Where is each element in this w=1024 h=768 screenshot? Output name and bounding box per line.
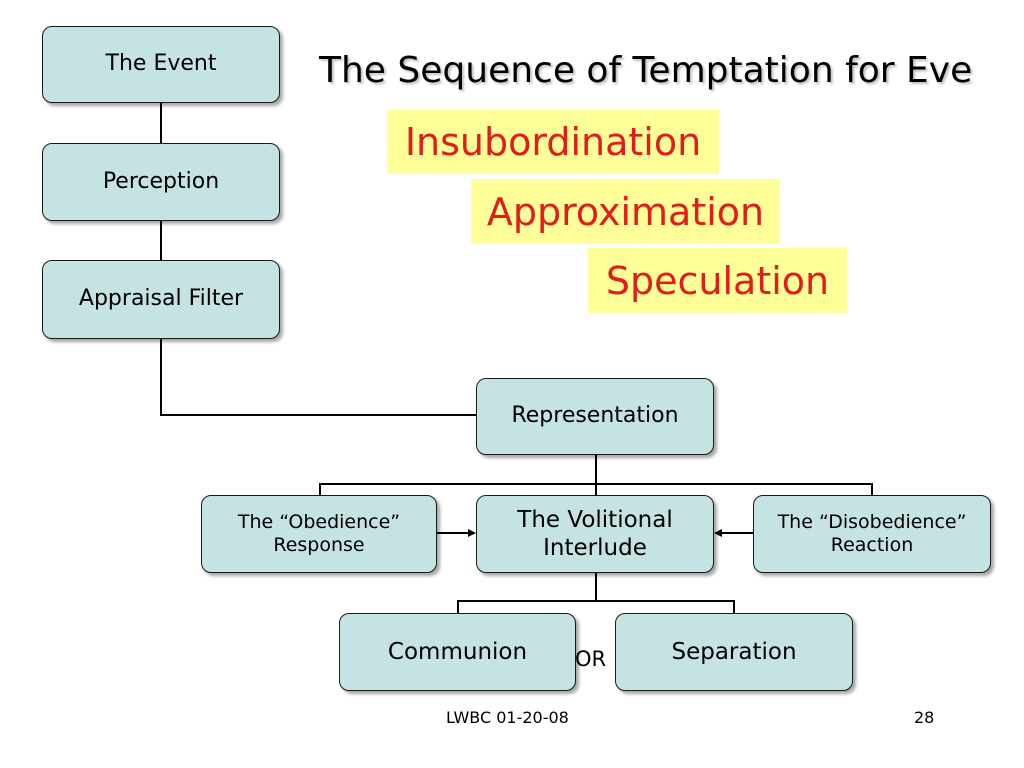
node-volitional-interlude: The Volitional Interlude xyxy=(476,495,714,573)
node-disobedience-line1: The “Disobedience” xyxy=(777,510,967,533)
node-obedience-line2: Response xyxy=(273,534,365,556)
node-disobedience-reaction: The “Disobedience” Reaction xyxy=(753,495,991,573)
node-perception-label: Perception xyxy=(102,168,220,194)
node-obedience-response: The “Obedience” Response xyxy=(201,495,437,573)
slide-title: The Sequence of Temptation for Eve xyxy=(319,50,973,91)
node-volitional-line1: The Volitional xyxy=(517,506,673,533)
arrowhead-right xyxy=(468,529,476,537)
footer-text: LWBC 01-20-08 xyxy=(446,708,569,727)
node-the-event-label: The Event xyxy=(105,51,217,77)
node-disobedience-line2: Reaction xyxy=(830,534,914,556)
slide-number: 28 xyxy=(914,708,935,727)
node-obedience-line1: The “Obedience” xyxy=(237,510,401,533)
node-representation-label: Representation xyxy=(511,403,679,429)
stage-approximation: Approximation xyxy=(471,179,780,244)
or-label: OR xyxy=(575,647,607,671)
node-representation: Representation xyxy=(476,378,714,455)
node-the-event: The Event xyxy=(42,26,280,103)
node-perception: Perception xyxy=(42,143,280,221)
node-communion-label: Communion xyxy=(387,638,528,665)
connector-outcome-branch xyxy=(457,600,735,613)
node-volitional-line2: Interlude xyxy=(543,535,647,561)
node-communion: Communion xyxy=(339,613,576,691)
arrowhead-left xyxy=(714,529,722,537)
stage-speculation: Speculation xyxy=(588,248,847,313)
connector-appraisal-representation xyxy=(160,339,476,416)
node-separation-label: Separation xyxy=(671,638,797,665)
node-appraisal-filter-label: Appraisal Filter xyxy=(78,286,244,312)
node-separation: Separation xyxy=(615,613,853,691)
stage-insubordination: Insubordination xyxy=(387,110,719,174)
node-appraisal-filter: Appraisal Filter xyxy=(42,260,280,339)
